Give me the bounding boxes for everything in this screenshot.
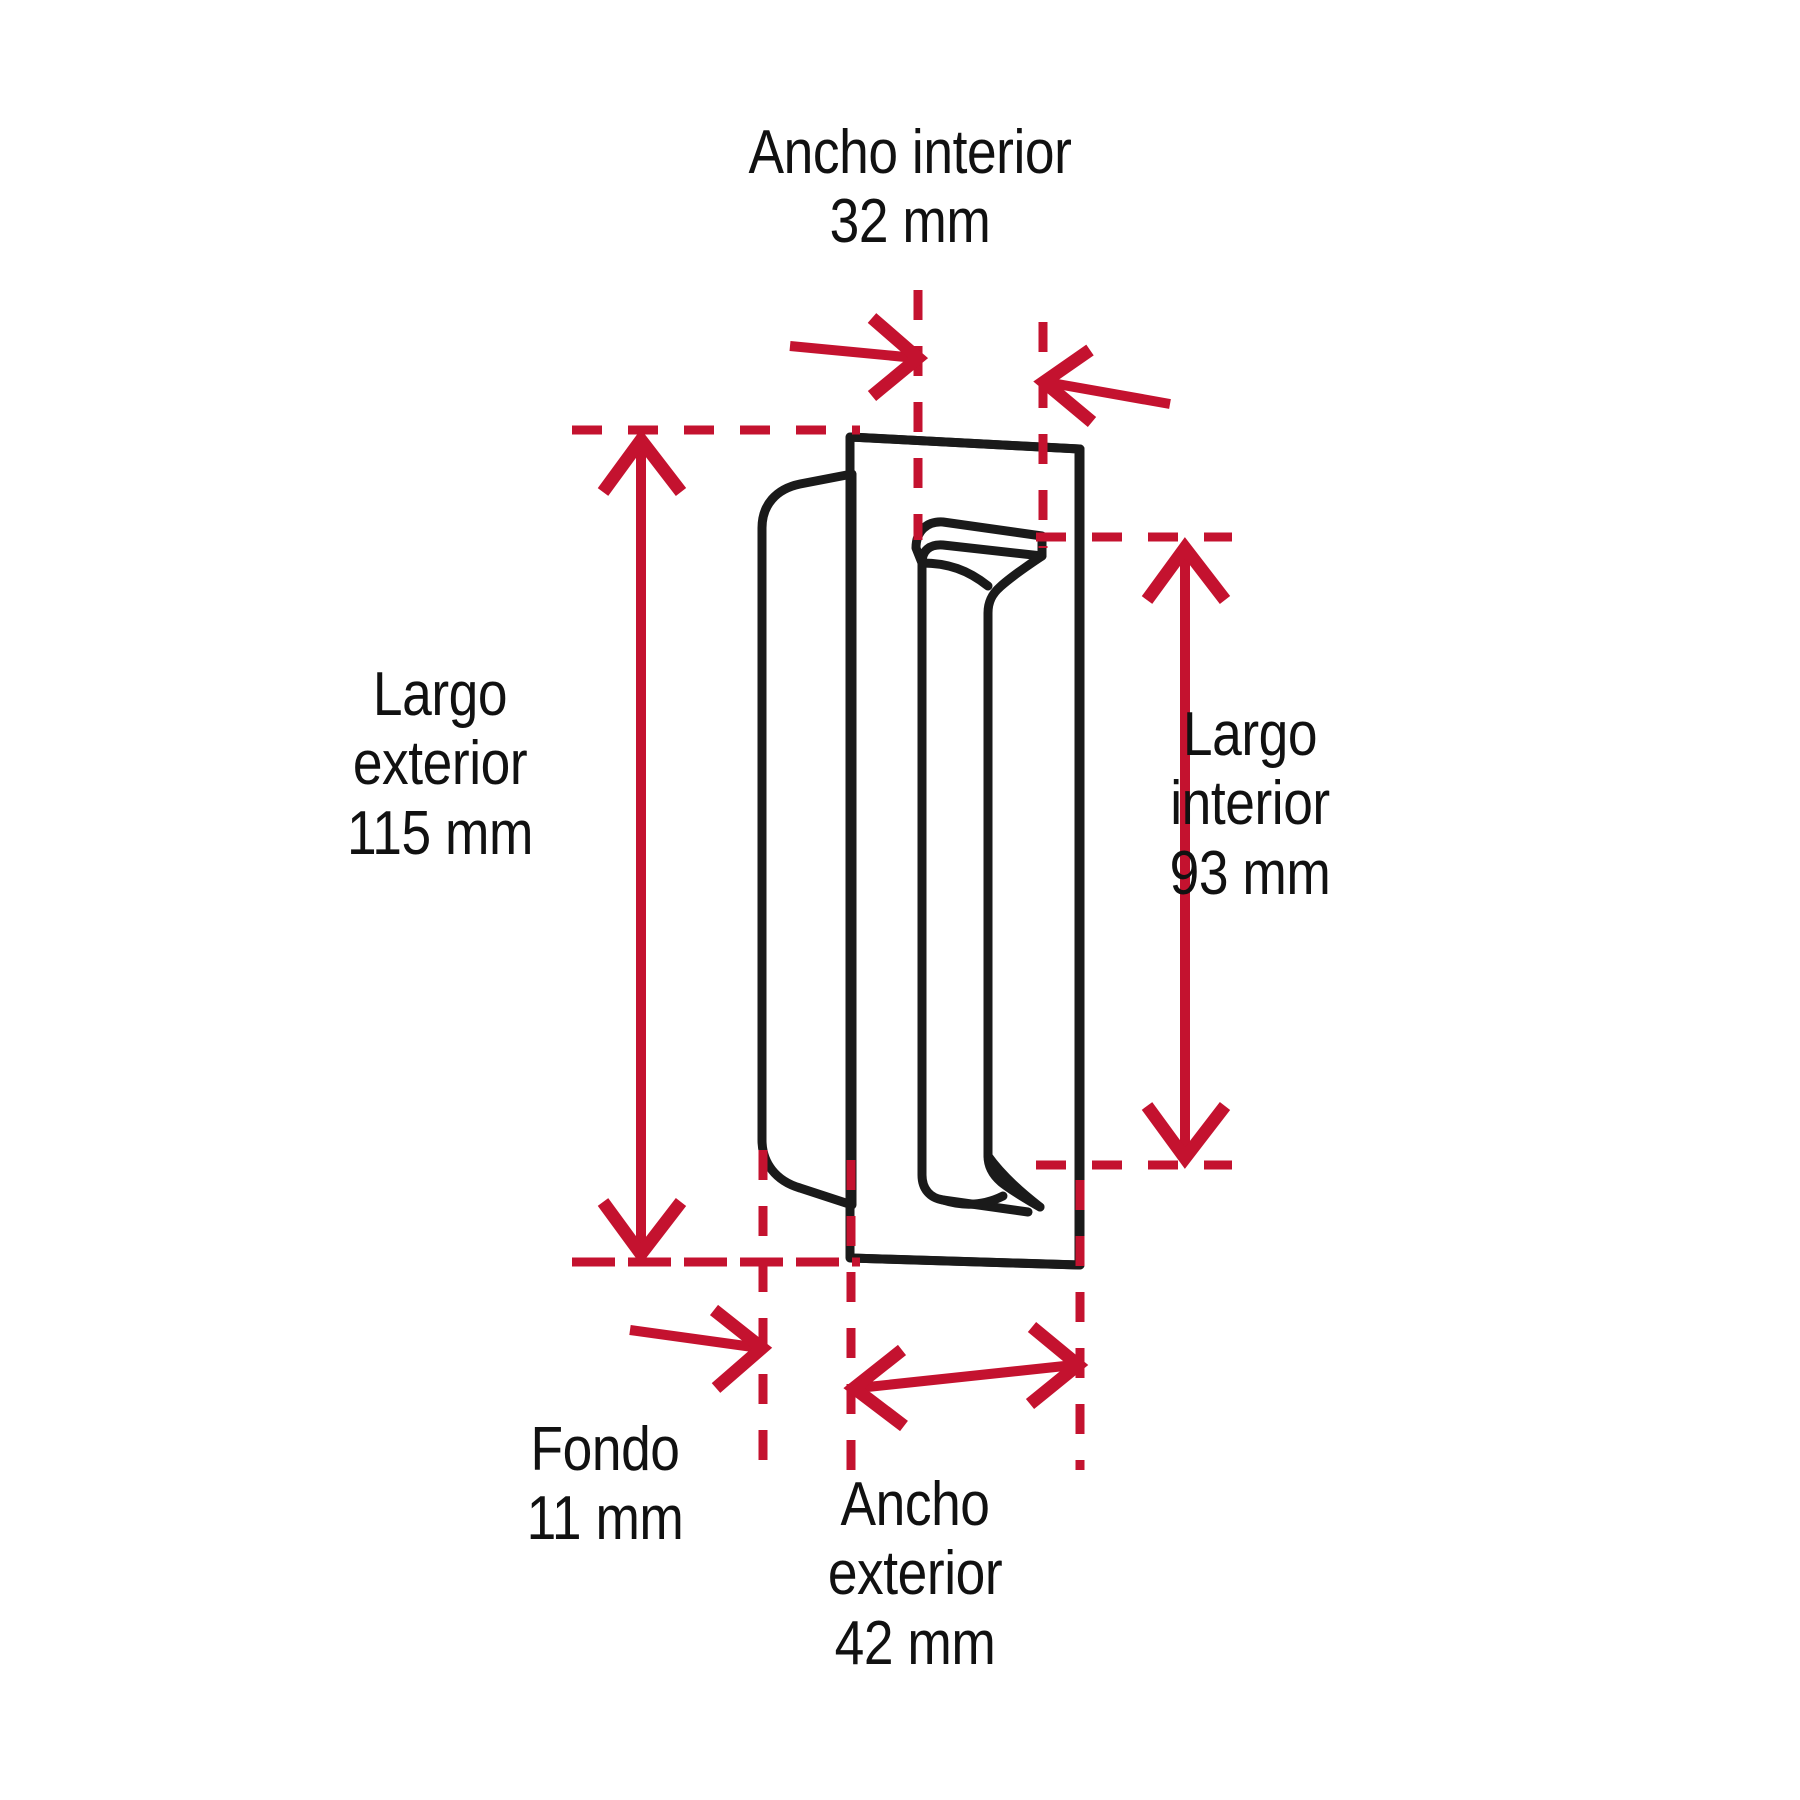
recess-bottom-bevel [983, 1151, 1045, 1212]
dimension-ancho-interior [789, 290, 1171, 548]
label-ancho-exterior: Ancho exterior 42 mm [827, 1470, 1003, 1678]
arrow-head-fondo [709, 1304, 773, 1393]
faceplate-front-face [845, 432, 1084, 1270]
recess-cavity-front-wall [917, 558, 1033, 1217]
arrow-head-ancho-interior-right [1033, 344, 1097, 427]
arrow-shaft-ancho-exterior [857, 1360, 1075, 1393]
faceplate-bottom-edge [846, 1253, 1085, 1270]
product-outline [757, 432, 1085, 1270]
arrow-head-largo-interior-top [1141, 537, 1231, 604]
arrow-head-largo-exterior-top [597, 429, 687, 496]
arrow-head-largo-interior-bottom [1141, 1102, 1231, 1169]
arrow-head-ancho-exterior-right [1025, 1321, 1089, 1410]
recess-opening-rim [911, 517, 1047, 568]
arrow-head-ancho-interior-left [867, 313, 929, 402]
label-ancho-interior: Ancho interior 32 mm [748, 118, 1072, 257]
label-largo-exterior: Largo exterior 115 mm [346, 660, 534, 868]
arrow-shaft-ancho-interior-right [1045, 377, 1171, 409]
recess-body-back [757, 469, 857, 1210]
recess-bottom-floor [938, 1191, 1008, 1209]
label-largo-interior: Largo interior 93 mm [1169, 700, 1331, 908]
recess-top-bevel [917, 558, 993, 591]
dimension-ancho-exterior [843, 1160, 1089, 1470]
arrow-head-largo-exterior-bottom [597, 1198, 687, 1265]
dimension-largo-interior [1036, 532, 1232, 1170]
arrow-head-ancho-exterior-left [843, 1344, 908, 1432]
recess-cavity-right-wall [983, 551, 1047, 1212]
arrow-shaft-ancho-interior-left [789, 341, 917, 363]
label-fondo: Fondo 11 mm [526, 1415, 684, 1554]
arrow-shaft-fondo [629, 1325, 761, 1353]
dimension-fondo [629, 1150, 856, 1470]
